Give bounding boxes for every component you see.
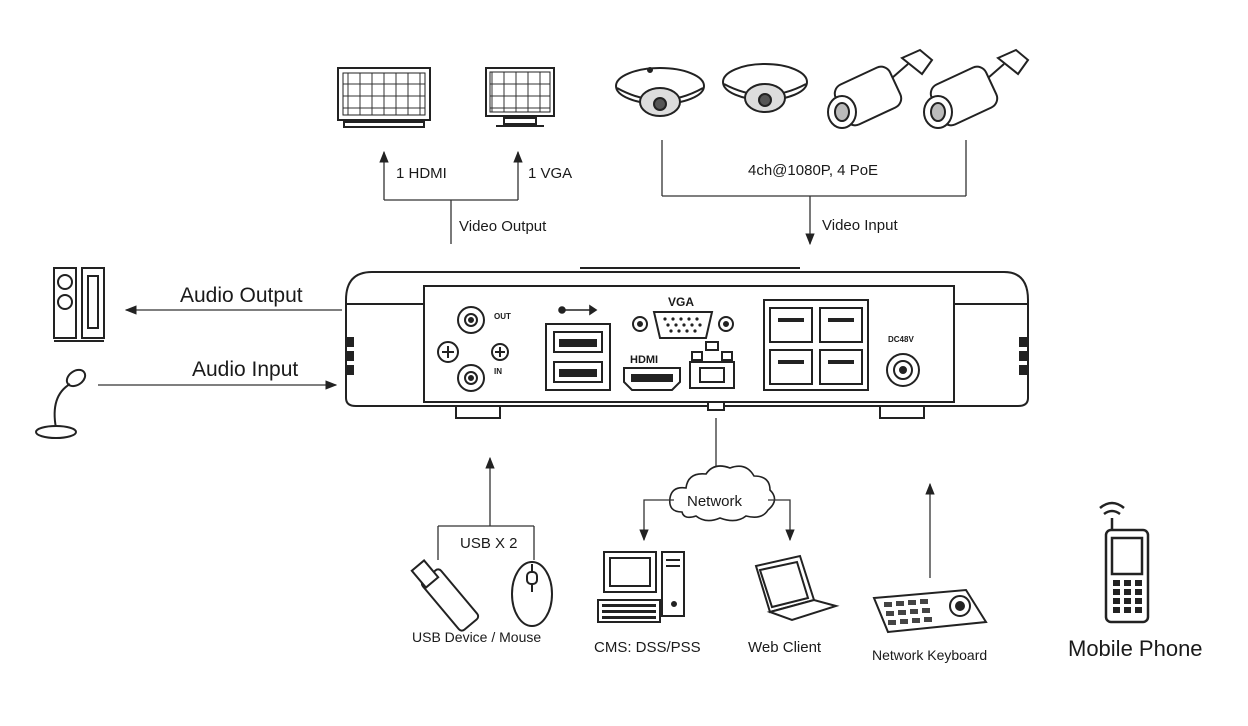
video-input-label: Video Input xyxy=(822,217,898,234)
hdmi-port xyxy=(623,367,681,391)
network-lines xyxy=(639,499,795,542)
desktop-pc-icon xyxy=(597,551,685,623)
ground-screw xyxy=(437,341,509,363)
monitor-icon xyxy=(337,67,431,128)
usb-count-label: USB X 2 xyxy=(460,535,518,552)
camera-spec-label: 4ch@1080P, 4 PoE xyxy=(748,162,878,179)
web-client-label: Web Client xyxy=(748,639,822,656)
bullet-camera-icon xyxy=(827,48,934,129)
microphone-icon xyxy=(35,368,87,439)
keyboard-controller-icon xyxy=(872,588,988,634)
audio-in-port xyxy=(457,364,485,392)
vga-monitor-icon xyxy=(485,67,555,127)
hdmi-output-label: 1 HDMI xyxy=(396,165,447,182)
poe-ports xyxy=(763,299,869,391)
usb-icon xyxy=(558,304,598,316)
speaker-icon xyxy=(53,267,105,342)
dc-port-label: DC48V xyxy=(888,335,914,344)
audio-out-port xyxy=(457,306,485,334)
laptop-icon xyxy=(754,554,840,622)
mouse-icon xyxy=(511,561,553,627)
video-output-label: Video Output xyxy=(459,218,547,235)
mobile-phone-label: Mobile Phone xyxy=(1068,636,1203,661)
audio-output-label: Audio Output xyxy=(180,284,303,307)
hdmi-port-label: HDMI xyxy=(630,354,658,366)
usb-ports xyxy=(545,323,611,391)
bullet-camera-icon xyxy=(923,48,1030,129)
video-output-lines xyxy=(379,150,523,244)
usb-stick-icon xyxy=(410,559,480,632)
usb-lines xyxy=(437,456,535,560)
vga-port-label: VGA xyxy=(668,295,694,309)
video-input-lines xyxy=(661,140,967,246)
cms-label: CMS: DSS/PSS xyxy=(594,639,701,656)
network-label: Network xyxy=(687,493,743,510)
network-keyboard-label: Network Keyboard xyxy=(872,647,987,663)
vga-output-label: 1 VGA xyxy=(528,165,572,182)
mobile-phone-icon xyxy=(1099,501,1150,624)
out-port-label: OUT xyxy=(494,312,511,321)
in-port-label: IN xyxy=(494,367,502,376)
vga-port xyxy=(632,311,734,339)
dc-power-port xyxy=(886,353,920,387)
lan-port xyxy=(689,341,735,389)
audio-input-label: Audio Input xyxy=(192,358,298,381)
dome-camera-icon xyxy=(722,63,808,113)
cloud-icon xyxy=(668,465,776,522)
dome-camera-icon xyxy=(615,67,705,117)
usb-device-mouse-label: USB Device / Mouse xyxy=(412,629,541,645)
